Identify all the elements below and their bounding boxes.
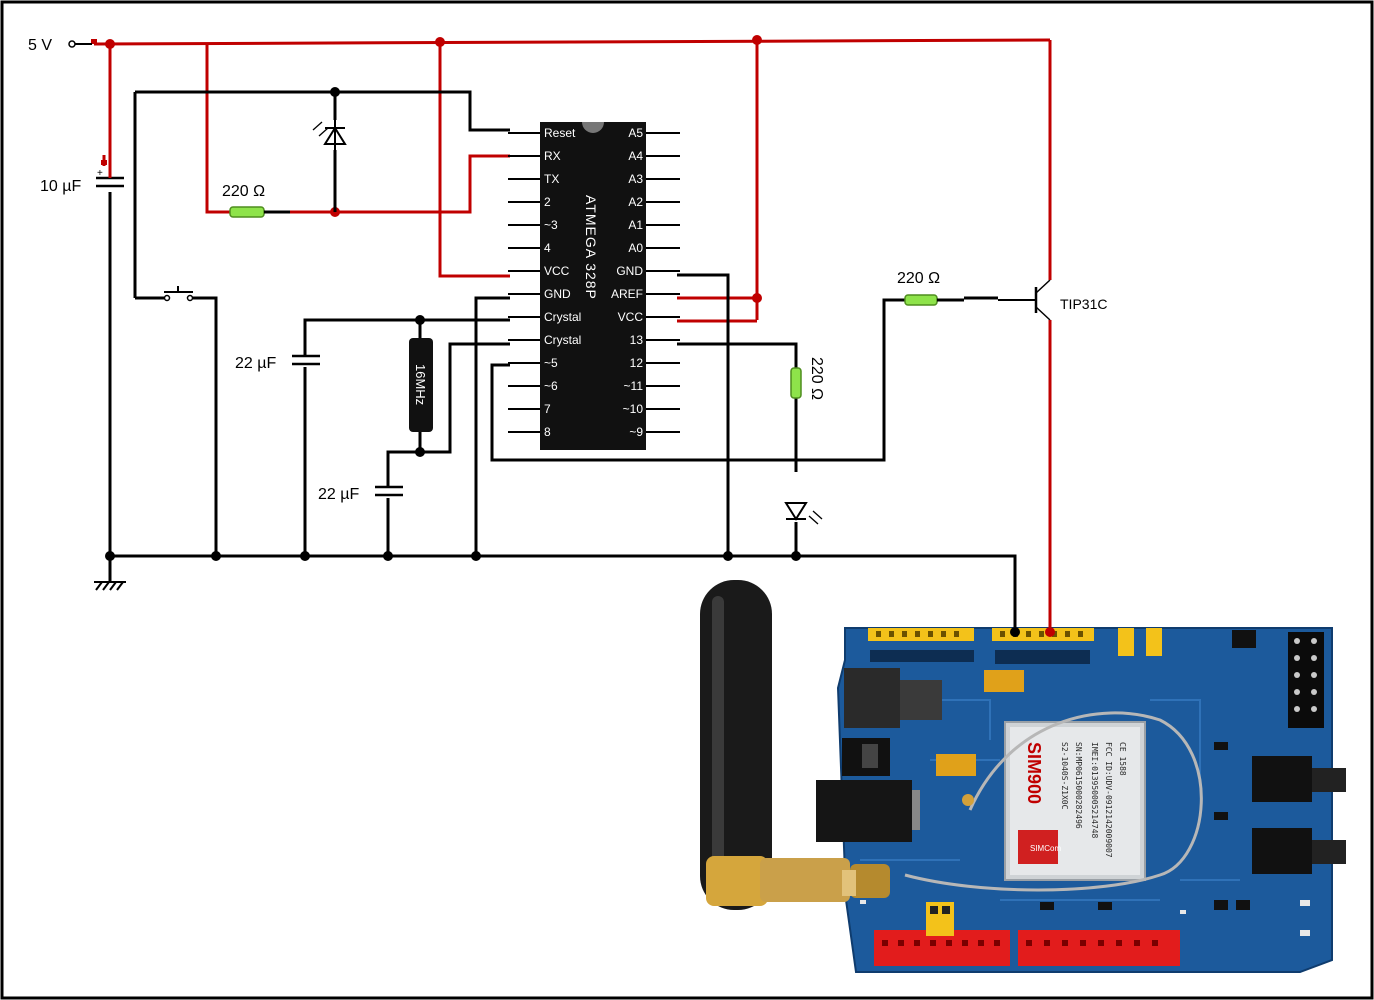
- cap-22uf-a-label: 22 µF: [235, 355, 276, 372]
- transistor-tip31c: [998, 258, 1052, 340]
- resistor-led: [790, 367, 802, 399]
- chip-pin-label-right: ~9: [629, 425, 643, 439]
- supply-terminal: [68, 40, 76, 48]
- chip-pin-label-left: 7: [544, 402, 551, 416]
- chip-pin-label-right: A0: [628, 241, 643, 255]
- chip-pin-label-right: VCC: [618, 310, 644, 324]
- reset-pushbutton: [163, 286, 194, 302]
- chip-pin-label-left: Crystal: [544, 333, 581, 347]
- photodiode: [312, 120, 347, 150]
- resistor-top: [229, 206, 265, 218]
- chip-pin-label-left: VCC: [544, 264, 570, 278]
- resistor-base: [904, 294, 938, 306]
- transistor-label: TIP31C: [1060, 296, 1107, 312]
- atmega-328p-chip: [540, 122, 646, 450]
- chip-pin-label-left: Reset: [544, 126, 576, 140]
- chip-pin-label-left: Crystal: [544, 310, 581, 324]
- module-chip-label: SIM900: [1024, 742, 1044, 804]
- chip-pin-label-right: 13: [630, 333, 644, 347]
- chip-pin-label-left: 8: [544, 425, 551, 439]
- cap-22uf-b-label: 22 µF: [318, 486, 359, 503]
- chip-pin-label-right: A4: [628, 149, 643, 163]
- header-bottom-right: [1018, 930, 1180, 966]
- svg-text:SN:MP0615000282496: SN:MP0615000282496: [1074, 742, 1083, 829]
- chip-pin-label-right: A3: [628, 172, 643, 186]
- chip-pin-label-right: A5: [628, 126, 643, 140]
- res-led-label: 220 Ω: [808, 357, 825, 400]
- header-top-left: [868, 628, 974, 641]
- gsm-shield-board: SIMCom SIM900 S2-1040S-Z1X0C SN:MP061500…: [816, 627, 1346, 973]
- chip-pin-label-left: ~6: [544, 379, 558, 393]
- capacitor-10uf: +: [96, 140, 124, 188]
- cap-10uf-label: 10 µF: [40, 178, 81, 195]
- chip-pin-label-left: 4: [544, 241, 551, 255]
- chip-pin-label-left: GND: [544, 287, 571, 301]
- status-led: [784, 502, 823, 525]
- chip-label: ATMEGA 328P: [583, 195, 599, 300]
- svg-text:IMEI:013950005214748: IMEI:013950005214748: [1090, 742, 1099, 839]
- chip-pin-label-left: 2: [544, 195, 551, 209]
- chip-pin-label-left: RX: [544, 149, 561, 163]
- ground-symbol: [94, 581, 126, 591]
- power-wires: [93, 38, 1052, 632]
- chip-pin-label-left: TX: [544, 172, 559, 186]
- svg-text:CE 1588: CE 1588: [1118, 742, 1127, 776]
- capacitor-22uf-a: [292, 354, 320, 366]
- crystal-16mhz: [409, 338, 433, 432]
- chip-pin-label-right: AREF: [611, 287, 643, 301]
- chip-pin-label-right: ~11: [624, 379, 644, 393]
- svg-text:+: +: [97, 168, 103, 179]
- svg-text:S2-1040S-Z1X0C: S2-1040S-Z1X0C: [1060, 742, 1069, 810]
- chip-pin-label-right: A2: [628, 195, 643, 209]
- crystal-label: 16MHz: [413, 364, 428, 405]
- chip-pin-label-right: A1: [628, 218, 643, 232]
- svg-text:FCC ID:UDV-0912142009007: FCC ID:UDV-0912142009007: [1104, 742, 1113, 858]
- module-brand: SIMCom: [1030, 844, 1061, 853]
- chip-pin-label-right: ~10: [623, 402, 644, 416]
- chip-pin-label-left: ~5: [544, 356, 558, 370]
- capacitor-22uf-b: [375, 485, 403, 497]
- gsm-antenna: [700, 580, 890, 910]
- chip-pin-label-left: ~3: [544, 218, 558, 232]
- res-top-label: 220 Ω: [222, 183, 265, 200]
- res-base-label: 220 Ω: [897, 270, 940, 287]
- chip-pin-label-right: 12: [630, 356, 644, 370]
- supply-label: 5 V: [28, 37, 52, 54]
- chip-pin-label-right: GND: [616, 264, 643, 278]
